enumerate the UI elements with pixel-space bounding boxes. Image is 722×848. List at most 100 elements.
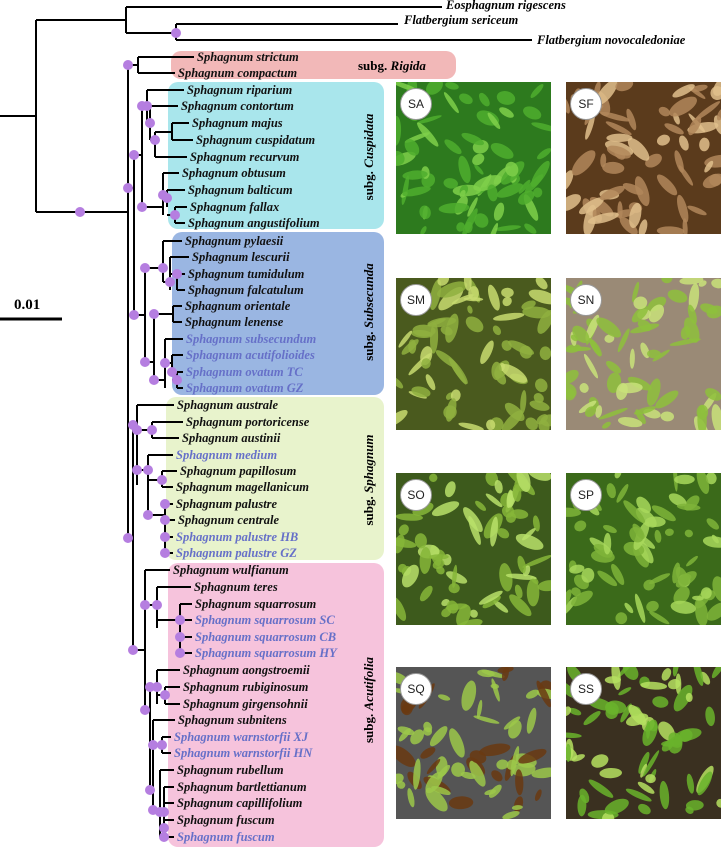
node-marker <box>149 375 159 385</box>
taxon-label: Sphagnum majus <box>192 116 283 130</box>
taxon-label: Sphagnum portoricense <box>186 415 310 429</box>
photo-label: SQ <box>400 673 432 705</box>
taxon-label: Sphagnum fallax <box>190 200 279 214</box>
taxon-label: Sphagnum acutifolioides <box>186 348 315 362</box>
node-marker <box>132 465 142 475</box>
node-marker <box>148 740 158 750</box>
taxon-label: Sphagnum wulfianum <box>173 563 289 577</box>
moss-photo: SQ <box>396 667 551 819</box>
node-marker <box>123 533 133 543</box>
taxon-label: Sphagnum contortum <box>181 99 294 113</box>
node-marker <box>175 615 185 625</box>
outgroup-label: Eosphagnum rigescens <box>445 0 566 12</box>
moss-photo: SO <box>396 473 551 625</box>
taxon-label: Sphagnum magellanicum <box>176 480 309 494</box>
photo-label: SP <box>570 479 602 511</box>
taxon-label: Sphagnum capillifolium <box>177 796 303 810</box>
node-marker <box>147 425 157 435</box>
node-marker <box>128 645 138 655</box>
taxon-label: Sphagnum fuscum <box>177 830 275 844</box>
node-marker <box>157 740 167 750</box>
taxon-label: Sphagnum lescurii <box>192 250 290 264</box>
node-marker <box>165 277 175 287</box>
taxon-label: Sphagnum strictum <box>197 50 299 64</box>
node-marker <box>145 118 155 128</box>
node-marker <box>170 210 180 220</box>
taxon-label: Sphagnum riparium <box>187 83 293 97</box>
photo-label: SS <box>570 673 602 705</box>
moss-photo: SP <box>566 473 721 625</box>
taxon-label: Sphagnum tumidulum <box>188 267 305 281</box>
node-marker <box>162 193 172 203</box>
taxon-label: Sphagnum orientale <box>185 299 291 313</box>
node-marker <box>159 807 169 817</box>
taxon-label: Sphagnum palustre GZ <box>176 546 297 560</box>
taxon-label: Sphagnum subnitens <box>178 713 287 727</box>
moss-photo: SA <box>396 82 551 234</box>
taxon-label: Sphagnum ovatum TC <box>186 365 303 379</box>
node-marker <box>145 785 155 795</box>
taxon-label: Sphagnum australe <box>177 398 279 412</box>
taxon-label: Sphagnum rubiginosum <box>183 680 309 694</box>
moss-photo: SM <box>396 278 551 430</box>
taxon-label: Sphagnum lenense <box>185 315 284 329</box>
node-marker <box>140 357 150 367</box>
subgenus-label-subsecunda: subg. Subsecunda <box>361 263 376 361</box>
taxon-label: Sphagnum girgensohnii <box>183 697 308 711</box>
taxon-label: Sphagnum austinii <box>182 431 281 445</box>
taxon-label: Sphagnum recurvum <box>190 150 300 164</box>
node-marker <box>123 183 133 193</box>
taxon-label: Sphagnum pylaesii <box>185 234 284 248</box>
taxon-label: Sphagnum balticum <box>188 183 293 197</box>
node-marker <box>150 135 160 145</box>
node-marker <box>171 28 181 38</box>
taxon-label: Sphagnum bartlettianum <box>177 780 307 794</box>
node-marker <box>140 705 150 715</box>
taxon-label: Sphagnum cuspidatum <box>196 133 315 147</box>
photo-label: SO <box>400 479 432 511</box>
taxon-label: Sphagnum squarrosum HY <box>195 646 338 660</box>
taxon-label: Sphagnum angustifolium <box>188 216 320 230</box>
taxon-label: Sphagnum papillosum <box>180 464 297 478</box>
node-marker <box>75 207 85 217</box>
photo-label: SN <box>570 284 602 316</box>
taxon-label: Sphagnum falcatulum <box>188 283 304 297</box>
scale-bar: 0.01 <box>0 297 62 319</box>
subgenus-label-rigida: subg. Rigida <box>358 58 426 73</box>
node-marker <box>152 600 162 610</box>
node-marker <box>160 515 170 525</box>
node-marker <box>142 101 152 111</box>
taxon-label: Sphagnum rubellum <box>177 763 284 777</box>
node-marker <box>160 358 170 368</box>
node-marker <box>175 632 185 642</box>
taxon-label: Sphagnum compactum <box>178 66 297 80</box>
node-marker <box>143 465 153 475</box>
taxon-label: Sphagnum palustre HB <box>176 530 298 544</box>
node-marker <box>140 263 150 273</box>
node-marker <box>149 309 159 319</box>
taxon-label: Sphagnum medium <box>176 448 277 462</box>
node-marker <box>159 823 169 833</box>
node-marker <box>160 532 170 542</box>
taxon-label: Sphagnum squarrosum CB <box>195 630 336 644</box>
moss-photo: SF <box>566 82 721 234</box>
outgroup-label: Flatbergium novocaledoniae <box>536 33 686 47</box>
taxon-label: Sphagnum ovatum GZ <box>186 381 304 395</box>
node-marker <box>172 269 182 279</box>
taxon-label: Sphagnum warnstorfii HN <box>174 746 313 760</box>
node-marker <box>140 600 150 610</box>
scale-bar-label: 0.01 <box>14 297 40 313</box>
node-marker <box>152 682 162 692</box>
node-marker <box>123 60 133 70</box>
moss-photo: SS <box>566 667 721 819</box>
taxon-label: Sphagnum squarrosum SC <box>195 613 335 627</box>
node-marker <box>175 648 185 658</box>
taxon-label: Sphagnum fuscum <box>177 813 275 827</box>
taxon-label: Sphagnum obtusum <box>182 166 286 180</box>
node-marker <box>160 690 170 700</box>
node-marker <box>159 832 169 842</box>
node-marker <box>157 475 167 485</box>
node-marker <box>160 499 170 509</box>
node-marker <box>129 150 139 160</box>
taxon-label: Sphagnum warnstorfii XJ <box>174 730 309 744</box>
